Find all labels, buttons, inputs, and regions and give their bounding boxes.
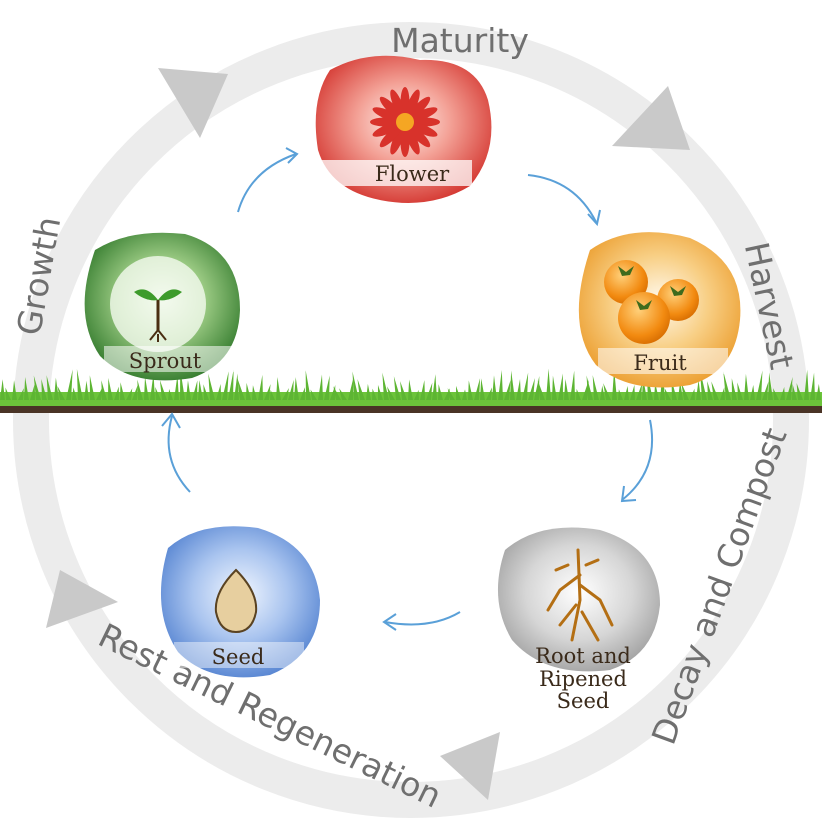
root-label-line-1: Root and: [535, 644, 631, 668]
ring-arrow-top-left-icon: [158, 68, 228, 138]
sprout-node: Sprout: [84, 232, 241, 381]
fruit-node: Fruit: [578, 232, 741, 388]
seed-node: Seed: [160, 526, 320, 678]
flower-node: Flower: [315, 55, 492, 203]
ring-arrow-left-icon: [46, 570, 118, 628]
flower-label: Flower: [375, 162, 450, 186]
connector-arrows: [161, 147, 654, 631]
root-node: Root and Ripened Seed: [497, 527, 660, 713]
sprout-icon: [134, 289, 182, 342]
root-label-line-3: Seed: [557, 689, 610, 713]
stage-label-maturity: Maturity: [391, 21, 529, 60]
ring-arrow-bottom-icon: [440, 732, 500, 800]
arrow-fruit-to-root: [621, 419, 654, 501]
soil-line: [0, 405, 822, 413]
flower-icon: [370, 87, 440, 157]
sprout-label: Sprout: [129, 349, 202, 373]
arrow-seed-to-sprout: [167, 415, 191, 493]
ring-arrow-top-right-icon: [612, 86, 690, 150]
root-icon: [546, 548, 614, 642]
arrow-sprout-to-flower: [237, 153, 297, 213]
arrow-flower-to-fruit: [527, 174, 597, 223]
seed-label: Seed: [212, 645, 265, 669]
arrow-root-to-seed: [384, 611, 461, 626]
seed-icon: [214, 568, 258, 634]
root-label-line-2: Ripened: [539, 667, 627, 691]
fruit-label: Fruit: [633, 351, 687, 375]
persimmon-icon: [604, 260, 699, 344]
outer-cycle-ring: [13, 22, 809, 818]
